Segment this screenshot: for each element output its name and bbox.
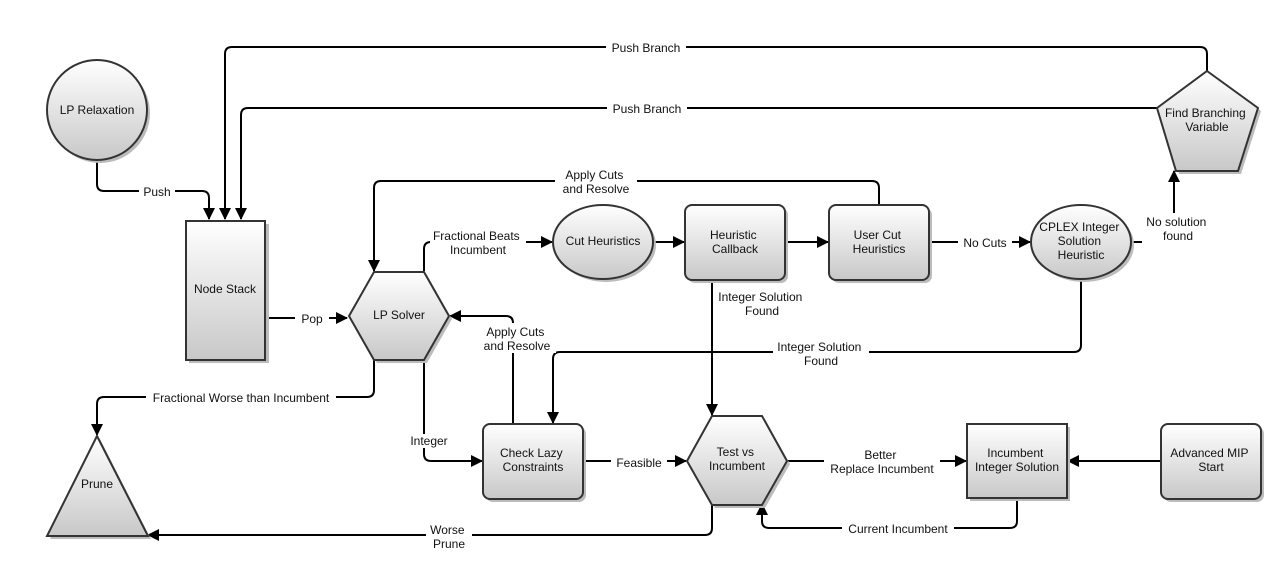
- edge-label-fractional-worse: Fractional Worse than Incumbent: [153, 391, 330, 405]
- label-line: Incumbent: [450, 243, 507, 257]
- node-lp-relaxation: LP Relaxation: [46, 59, 150, 163]
- label-line: Heuristic: [1058, 248, 1105, 262]
- edge-label-push-branch-inner: Push Branch: [613, 102, 682, 116]
- label-line: Test vs: [717, 445, 754, 459]
- node-find-branching-variable: Find Branching Variable: [1155, 69, 1261, 174]
- label-line: Replace Incumbent: [830, 462, 934, 476]
- node-label: User Cut Heuristics: [853, 228, 906, 256]
- node-advanced-mip-start: Advanced MIP Start: [1160, 423, 1264, 502]
- label-line: Apply Cuts: [565, 168, 623, 182]
- node-label: Heuristic Callback: [710, 228, 760, 256]
- label-line: Incumbent: [987, 446, 1044, 460]
- label-line: Better: [864, 448, 896, 462]
- label-line: and Resolve: [484, 339, 551, 353]
- label-line: Fractional Beats: [433, 229, 520, 243]
- node-label: Node Stack: [194, 282, 257, 296]
- label-line: Heuristics: [853, 242, 906, 256]
- label-line: found: [1163, 229, 1193, 243]
- node-cut-heuristics: Cut Heuristics: [552, 204, 656, 282]
- node-label: Cut Heuristics: [566, 234, 641, 248]
- edge-push-branch-outer: [219, 46, 1208, 220]
- edge-label-push-branch-outer: Push Branch: [612, 41, 681, 55]
- label-line: Advanced MIP: [1170, 446, 1248, 460]
- node-label: Incumbent Integer Solution: [975, 446, 1059, 474]
- node-label: Check Lazy Constraints: [500, 446, 566, 474]
- node-label: Find Branching Variable: [1165, 106, 1249, 134]
- edge-label-apply-cuts-top: Apply Cuts and Resolve: [563, 168, 630, 196]
- label-line: Integer Solution: [975, 460, 1059, 474]
- edge-label-integer-solution-found-cplex: Integer Solution Found: [777, 340, 864, 368]
- label-line: Solution: [1058, 234, 1101, 248]
- node-incumbent-integer-solution: Incumbent Integer Solution: [966, 423, 1070, 501]
- edge-label-feasible: Feasible: [616, 456, 662, 470]
- node-cplex-integer-heuristic: CPLEX Integer Solution Heuristic: [1030, 204, 1134, 282]
- edge-labels: Push Branch Push Branch Push Apply Cuts …: [139, 41, 1214, 551]
- edge-label-no-cuts: No Cuts: [963, 236, 1006, 250]
- node-label: Test vs Incumbent: [709, 445, 766, 473]
- edge-label-worse-prune: Worse Prune: [430, 523, 468, 551]
- edge-label-integer: Integer: [410, 434, 447, 448]
- label-line: No solution: [1146, 215, 1206, 229]
- node-check-lazy-constraints: Check Lazy Constraints: [482, 423, 586, 502]
- edge-label-no-solution-found: No solution found: [1146, 215, 1209, 243]
- edge-label-fractional-beats: Fractional Beats Incumbent: [433, 229, 523, 257]
- label-line: Integer Solution: [777, 340, 861, 354]
- node-label: Prune: [81, 477, 113, 491]
- label-line: Start: [1198, 460, 1224, 474]
- node-label: CPLEX Integer Solution Heuristic: [1039, 220, 1122, 262]
- label-line: Callback: [712, 242, 759, 256]
- label-line: CPLEX Integer: [1039, 220, 1119, 234]
- label-line: Apply Cuts: [486, 325, 544, 339]
- label-line: and Resolve: [563, 182, 630, 196]
- edge-label-pop: Pop: [301, 312, 323, 326]
- node-label: LP Solver: [373, 308, 425, 322]
- edge-label-integer-solution-found-hc: Integer Solution Found: [718, 290, 805, 318]
- edge-label-current-incumbent: Current Incumbent: [848, 522, 948, 536]
- node-label: Advanced MIP Start: [1170, 446, 1251, 474]
- node-prune: Prune: [45, 433, 151, 539]
- edge-label-better-replace: Better Replace Incumbent: [830, 448, 934, 476]
- edge-label-push: Push: [143, 185, 170, 199]
- node-label: LP Relaxation: [60, 103, 135, 117]
- edge-integer: [423, 360, 483, 467]
- label-line: Heuristic: [710, 228, 757, 242]
- node-node-stack: Node Stack: [185, 220, 269, 363]
- node-heuristic-callback: Heuristic Callback: [684, 204, 788, 283]
- node-lp-solver: LP Solver: [347, 271, 452, 363]
- label-line: Incumbent: [709, 459, 766, 473]
- node-user-cut-heuristics: User Cut Heuristics: [828, 204, 932, 283]
- label-line: Constraints: [503, 460, 564, 474]
- label-line: Found: [745, 304, 779, 318]
- label-line: Find Branching: [1165, 106, 1246, 120]
- edge-worse-prune: [147, 504, 713, 541]
- edge-push-branch-inner: [235, 107, 1158, 220]
- label-line: Integer Solution: [718, 290, 802, 304]
- label-line: Variable: [1185, 120, 1228, 134]
- edge-label-apply-cuts-lazy: Apply Cuts and Resolve: [484, 325, 551, 353]
- label-line: Prune: [433, 537, 465, 551]
- edge-apply-cuts-lazy: [449, 310, 514, 423]
- node-test-vs-incumbent: Test vs Incumbent: [685, 415, 790, 508]
- label-line: Check Lazy: [500, 446, 563, 460]
- label-line: Found: [804, 354, 838, 368]
- label-line: User Cut: [854, 228, 902, 242]
- label-line: Worse: [430, 523, 465, 537]
